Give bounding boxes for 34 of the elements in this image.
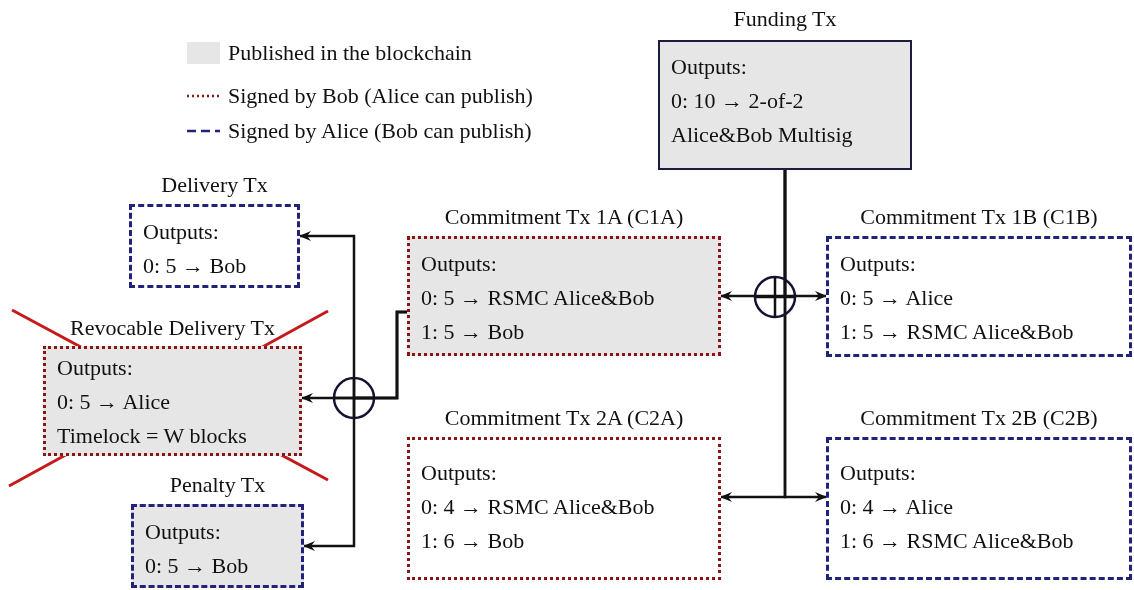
output-line: 0: 5 → Bob [145, 552, 250, 580]
output-line: Outputs: [840, 459, 917, 487]
output-line: 1: 6 → RSMC Alice&Bob [840, 527, 1075, 555]
arrow [783, 170, 827, 502]
output-line: Outputs: [57, 354, 134, 382]
output-line: Outputs: [671, 53, 748, 81]
output-line: Outputs: [143, 218, 220, 246]
legend-label: Signed by Bob (Alice can publish) [228, 83, 533, 109]
transaction-title: Delivery Tx [161, 172, 268, 198]
output-line: Outputs: [145, 518, 222, 546]
transaction-title: Commitment Tx 2B (C2B) [860, 405, 1098, 431]
legend-label: Signed by Alice (Bob can publish) [228, 118, 532, 144]
output-line: 0: 4 → RSMC Alice&Bob [421, 493, 656, 521]
arrow [303, 310, 407, 551]
output-line: Outputs: [421, 250, 498, 278]
legend-label: Published in the blockchain [228, 40, 472, 66]
output-line: 0: 5 → Bob [143, 252, 248, 280]
transaction-title: Commitment Tx 2A (C2A) [444, 405, 684, 431]
transaction-title: Commitment Tx 1A (C1A) [444, 204, 684, 230]
output-line: 1: 5 → RSMC Alice&Bob [840, 318, 1075, 346]
transaction-title: Funding Tx [733, 6, 837, 32]
output-line: 0: 5 → Alice [57, 388, 172, 416]
transaction-title: Penalty Tx [169, 472, 266, 498]
output-line: 0: 10 → 2-of-2 Alice&Bob Multisig [671, 87, 854, 149]
output-line: Outputs: [840, 250, 917, 278]
output-line: 1: 6 → Bob [421, 527, 526, 555]
output-line: 1: 5 → Bob [421, 318, 526, 346]
output-line: 0: 5 → Alice [840, 284, 955, 312]
output-line: 0: 4 → Alice [840, 493, 955, 521]
output-line: Outputs: [421, 459, 498, 487]
transaction-title: Revocable Delivery Tx [70, 315, 275, 341]
transaction-title: Commitment Tx 1B (C1B) [860, 204, 1098, 230]
output-line: Timelock = W blocks [57, 422, 248, 450]
output-line: 0: 5 → RSMC Alice&Bob [421, 284, 656, 312]
